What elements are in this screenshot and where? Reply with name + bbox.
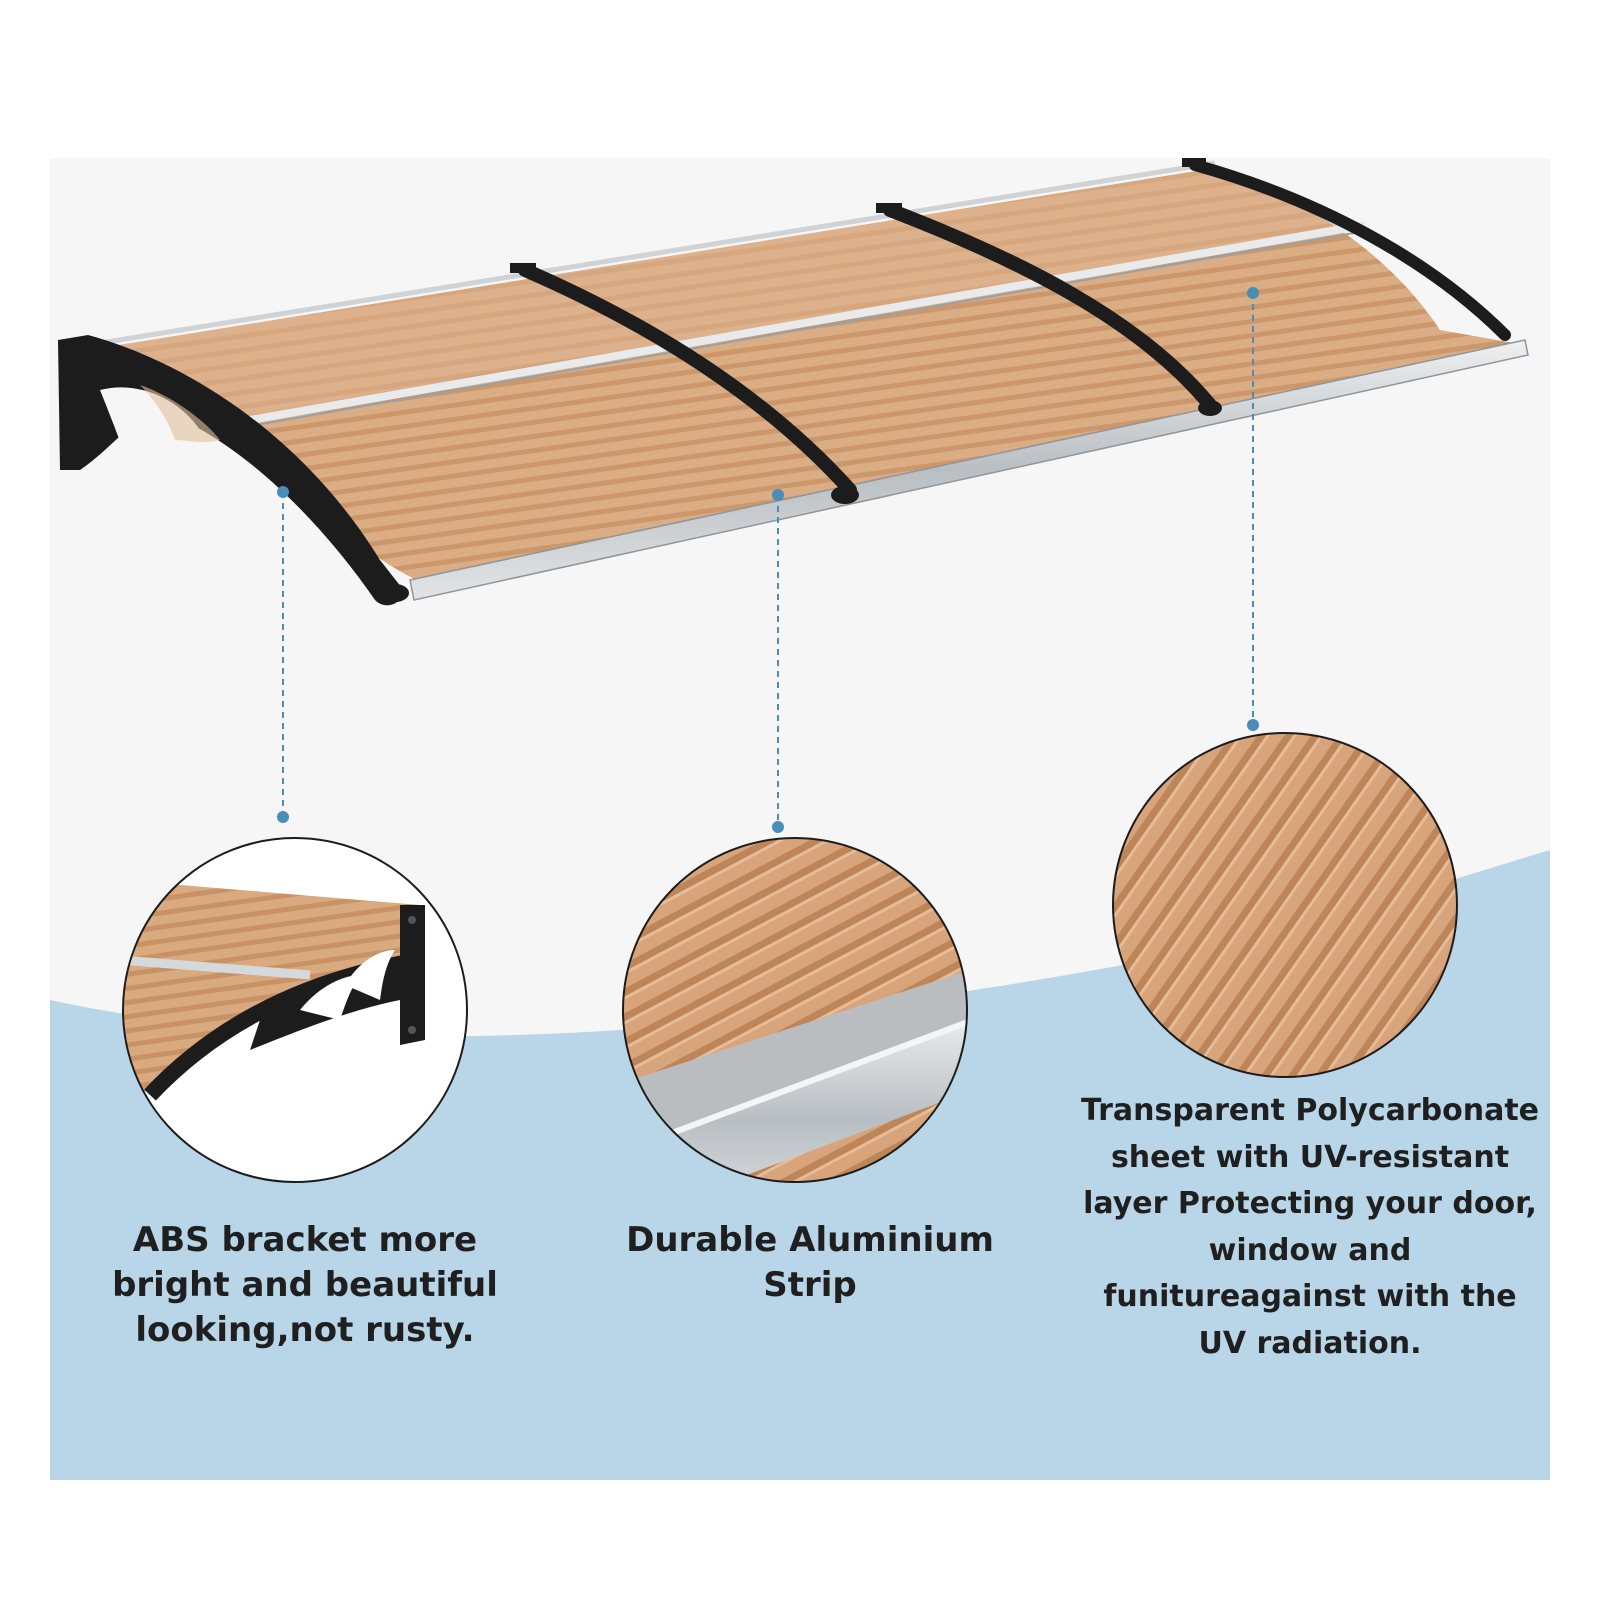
polycarbonate-caption: Transparent Polycarbonate sheet with UV-…: [1080, 1093, 1540, 1361]
callout-dot: [277, 811, 289, 823]
callout-dot: [772, 489, 784, 501]
callout-dot: [1247, 287, 1259, 299]
aluminium-strip: [409, 339, 1529, 601]
callout-dot: [277, 486, 289, 498]
callout-dot: [772, 821, 784, 833]
bracket-caption: ABS bracket more bright and beautiful lo…: [112, 1220, 498, 1350]
arch-bar: [518, 263, 857, 497]
callout-lines: [282, 293, 1254, 825]
awning-product: [58, 158, 1529, 606]
callout-dot: [1247, 719, 1259, 731]
abs-bracket-detail: [122, 837, 468, 1183]
polycarbonate-sheet: [88, 168, 1525, 590]
arch-bar: [883, 203, 1217, 412]
arch-bar: [1189, 159, 1511, 341]
polycarbonate-sheet-detail: [1112, 732, 1458, 1078]
aluminium-caption: Durable Aluminium Strip: [626, 1220, 994, 1305]
